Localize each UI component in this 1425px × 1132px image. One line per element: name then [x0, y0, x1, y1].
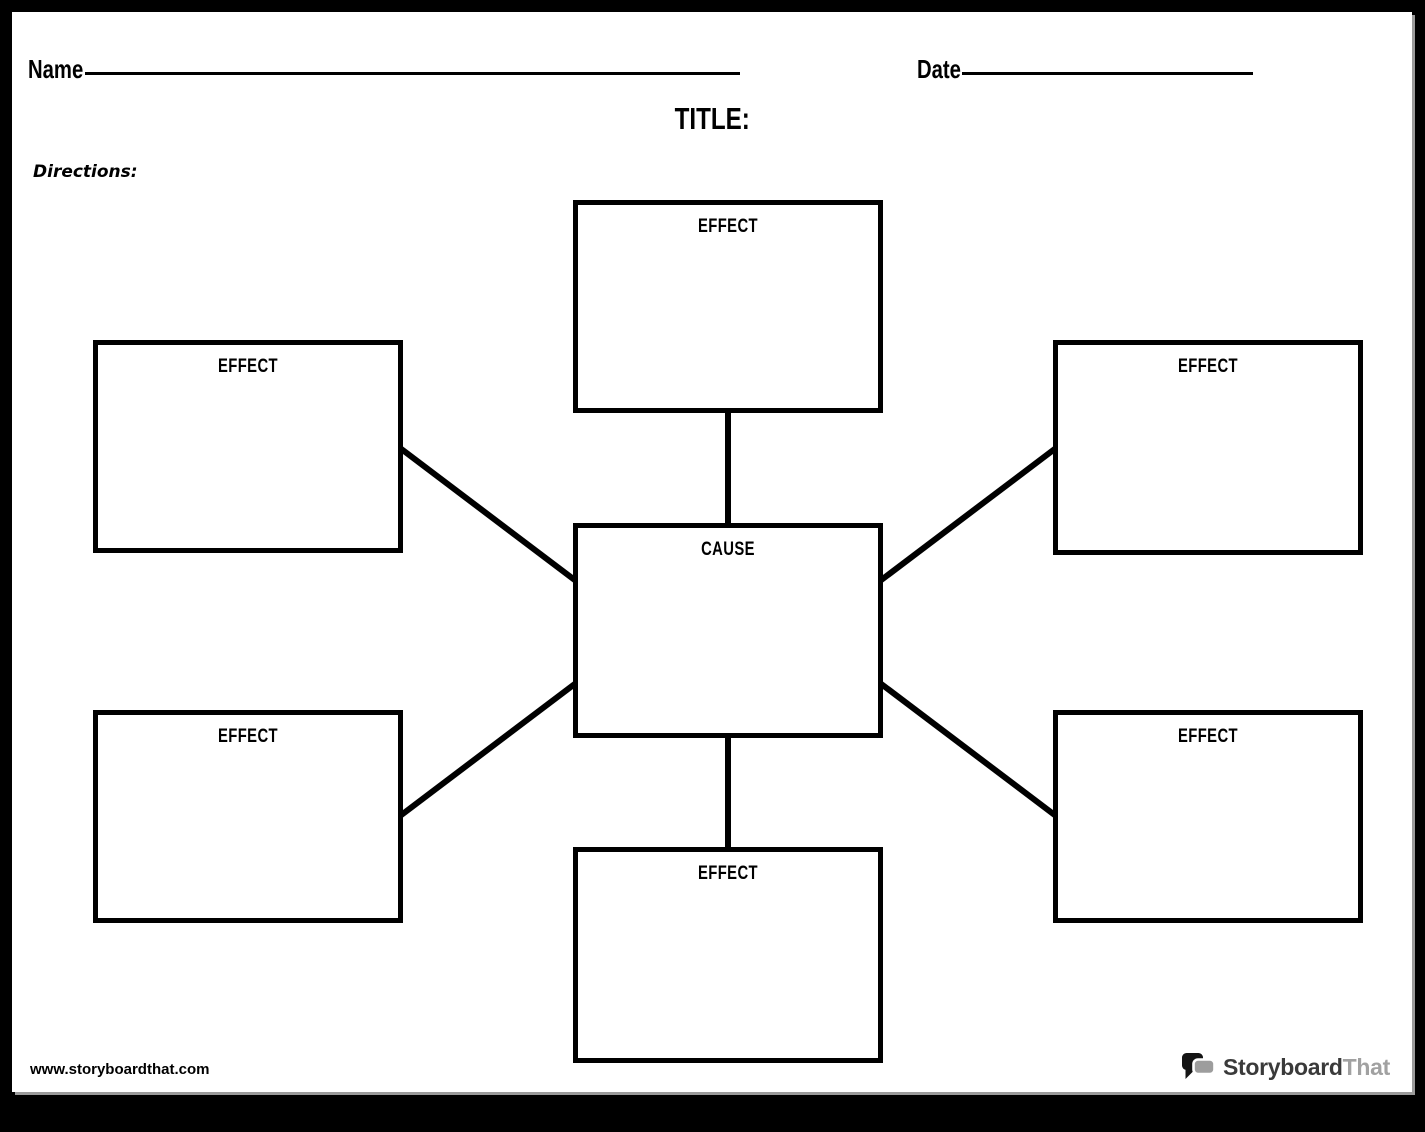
connector-upper-left	[398, 445, 582, 587]
logo-text: StoryboardThat	[1223, 1054, 1390, 1081]
effect-box-lower-right[interactable]: EFFECT	[1053, 710, 1363, 923]
effect-box-top-label: EFFECT	[698, 216, 758, 237]
effect-box-lower-left[interactable]: EFFECT	[93, 710, 403, 923]
connector-upper-right	[874, 445, 1058, 587]
storyboardthat-logo: StoryboardThat	[1181, 1052, 1390, 1082]
website-url: www.storyboardthat.com	[30, 1061, 210, 1078]
effect-box-upper-left[interactable]: EFFECT	[93, 340, 403, 553]
effect-box-bottom-label: EFFECT	[698, 863, 758, 884]
cause-box-label: CAUSE	[701, 539, 755, 560]
title-label: TITLE:	[674, 101, 750, 136]
connector-lower-right	[874, 677, 1058, 819]
effect-box-top[interactable]: EFFECT	[573, 200, 883, 413]
date-label: Date	[917, 54, 961, 84]
effect-box-bottom[interactable]: EFFECT	[573, 847, 883, 1063]
effect-box-upper-right-label: EFFECT	[1178, 356, 1238, 377]
effect-box-lower-left-label: EFFECT	[218, 726, 278, 747]
directions-label: Directions:	[33, 162, 138, 182]
effect-box-upper-left-label: EFFECT	[218, 356, 278, 377]
logo-text-primary: Storyboard	[1222, 1053, 1343, 1080]
connector-lower-left	[398, 677, 582, 819]
effect-box-lower-right-label: EFFECT	[1178, 726, 1238, 747]
effect-box-upper-right[interactable]: EFFECT	[1053, 340, 1363, 555]
connector-lines	[398, 407, 1058, 854]
title-row: TITLE:	[12, 103, 1412, 134]
name-fill-in-line[interactable]	[85, 54, 740, 75]
date-fill-in-line[interactable]	[962, 54, 1253, 75]
worksheet-page: Name Date TITLE: Directions: EFFECT EFFE…	[12, 12, 1412, 1092]
cause-box[interactable]: CAUSE	[573, 523, 883, 738]
speech-bubbles-icon	[1181, 1053, 1216, 1079]
logo-text-secondary: That	[1342, 1053, 1391, 1080]
name-label: Name	[28, 54, 84, 84]
